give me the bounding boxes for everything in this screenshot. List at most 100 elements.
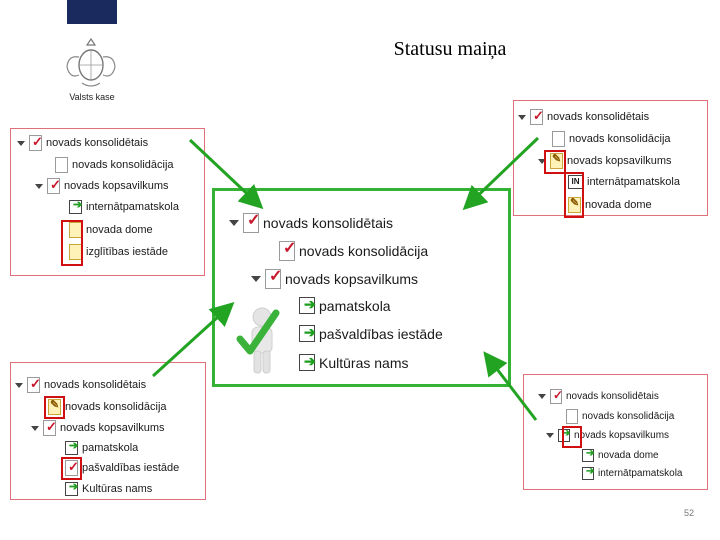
expand-icon[interactable] <box>538 158 546 164</box>
tree-row[interactable]: ✓ novads kopsavilkums <box>35 178 169 194</box>
expand-icon[interactable] <box>546 433 554 438</box>
highlight-box <box>562 426 582 448</box>
flag-stripe <box>67 0 117 24</box>
panel-top-left: ✓ novads konsolidētais novads konsolidāc… <box>10 128 205 276</box>
expand-icon[interactable] <box>229 220 239 226</box>
doc-edit-icon: ✎ <box>48 399 61 415</box>
tree-label: novada dome <box>598 450 659 461</box>
doc-check-icon: ✓ <box>65 460 79 476</box>
tree-row[interactable]: ✓ novads kopsavilkums <box>251 269 418 289</box>
doc-check-icon: ✓ <box>265 269 282 289</box>
tree-row[interactable]: ✓ novads konsolidācija <box>279 241 428 261</box>
highlight-box <box>544 150 566 174</box>
tree-row[interactable]: ➔ internātpamatskola <box>69 200 179 214</box>
tree-label: novads kopsavilkums <box>285 271 419 287</box>
tree-label: internātpamatskola <box>598 468 683 479</box>
doc-check-icon: ✓ <box>550 389 563 404</box>
tree-row[interactable]: ✓ pašvaldības iestāde <box>65 460 179 476</box>
person-approval-icon <box>236 307 280 374</box>
tree-label: Kultūras nams <box>319 354 409 371</box>
panel-top-right: ✓ novads konsolidētais novads konsolidāc… <box>513 100 708 218</box>
tree-row[interactable]: ✓ novads konsolidētais <box>538 389 659 404</box>
tree-label: novads konsolidētais <box>547 111 650 123</box>
doc-edit-icon: ✎ <box>568 197 581 213</box>
tree-row[interactable]: novads konsolidācija <box>55 157 174 173</box>
tree-label: pamatskola <box>82 442 139 454</box>
arrow-top-left <box>188 138 264 210</box>
doc-check-icon: ✓ <box>29 135 43 151</box>
doc-check-icon: ✓ <box>243 213 260 233</box>
tree-row[interactable]: novada dome <box>69 222 153 238</box>
tree-row[interactable]: novads konsolidācija <box>552 131 671 147</box>
doc-check-icon: ✓ <box>27 377 41 393</box>
tree-label: novada dome <box>86 224 153 236</box>
highlight-box <box>61 220 83 266</box>
tree-row[interactable]: ✓ novads konsolidētais <box>518 109 649 125</box>
expand-icon[interactable] <box>35 183 43 189</box>
expand-icon[interactable] <box>518 114 526 120</box>
green-arrow-icon: ➔ <box>558 429 570 442</box>
tree-row[interactable]: ✎ novads konsolidācija <box>48 399 167 415</box>
tree-label: novads kopsavilkums <box>574 430 670 441</box>
doc-check-icon: ✓ <box>279 241 296 261</box>
green-arrow-icon: ➔ <box>69 200 82 214</box>
highlight-box <box>44 396 65 419</box>
doc-check-icon: ✓ <box>47 178 61 194</box>
tree-row[interactable]: ➔ pamatskola <box>299 297 391 314</box>
tree-row[interactable]: ✓ novads kopsavilkums <box>31 420 165 436</box>
doc-icon <box>552 131 565 147</box>
green-arrow-icon: ➔ <box>65 441 78 455</box>
expand-icon[interactable] <box>31 425 39 431</box>
expand-icon[interactable] <box>251 276 261 282</box>
tree-label: novads kopsavilkums <box>60 422 165 434</box>
page-number: 52 <box>683 508 694 518</box>
arrow-top-right <box>462 136 540 211</box>
tree-row[interactable]: ✓ novads konsolidētais <box>229 213 393 233</box>
arrow-bottom-right <box>483 351 538 421</box>
doc-check-icon: ✓ <box>530 109 544 125</box>
coat-of-arms-icon <box>66 37 116 87</box>
tree-label: internātpamatskola <box>587 176 680 188</box>
tree-row[interactable]: ➔ novads kopsavilkums <box>546 429 669 442</box>
highlight-box <box>564 172 584 218</box>
expand-icon[interactable] <box>538 394 546 399</box>
tree-row[interactable]: ➔ internātpamatskola <box>582 467 683 480</box>
page-title: Statusu maiņa <box>393 38 507 60</box>
tree-label: novads konsolidētais <box>46 137 149 149</box>
org-name: Valsts kase <box>69 92 115 102</box>
green-arrow-icon: ➔ <box>582 449 594 462</box>
tree-row[interactable]: ✓ novads konsolidētais <box>15 377 146 393</box>
tree-row[interactable]: ➔ Kultūras nams <box>65 482 152 496</box>
tree-label: novads konsolidētais <box>263 215 393 231</box>
tree-label: novada dome <box>585 199 652 211</box>
tree-label: novads konsolidācija <box>65 401 167 413</box>
doc-check-icon: ✓ <box>43 420 57 436</box>
tree-label: novads kopsavilkums <box>567 155 672 167</box>
tree-row[interactable]: ✎ novads kopsavilkums <box>538 153 672 169</box>
tree-row[interactable]: novads konsolidācija <box>566 409 674 424</box>
tree-label: novads konsolidācija <box>299 243 429 259</box>
tree-label: novads kopsavilkums <box>64 180 169 192</box>
panel-bottom-left: ✓ novads konsolidētais ✎ novads konsolid… <box>10 362 206 500</box>
tree-row[interactable]: ➔ novada dome <box>582 449 659 462</box>
expand-icon[interactable] <box>17 140 25 146</box>
green-arrow-icon: ➔ <box>299 297 316 314</box>
tree-row[interactable]: IN internātpamatskola <box>568 175 680 189</box>
green-arrow-icon: ➔ <box>65 482 78 496</box>
doc-icon <box>55 157 68 173</box>
tree-row[interactable]: ✓ novads konsolidētais <box>17 135 148 151</box>
tree-row[interactable]: ➔ pašvaldības iestāde <box>299 325 443 342</box>
tree-label: novads konsolidētais <box>44 379 147 391</box>
tree-label: novads konsolidācija <box>582 411 675 422</box>
expand-icon[interactable] <box>15 382 23 388</box>
tree-row[interactable]: ➔ pamatskola <box>65 441 138 455</box>
panel-bottom-right: ✓ novads konsolidētais novads konsolidāc… <box>523 374 708 490</box>
green-arrow-icon: ➔ <box>299 325 316 342</box>
tree-label: internātpamatskola <box>86 201 179 213</box>
tree-label: novads konsolidācija <box>569 133 671 145</box>
green-arrow-icon: ➔ <box>299 354 316 371</box>
tree-row[interactable]: ➔ Kultūras nams <box>299 354 408 371</box>
tree-row[interactable]: ✎ novada dome <box>568 197 652 213</box>
tree-row[interactable]: izglītības iestāde <box>69 244 168 260</box>
